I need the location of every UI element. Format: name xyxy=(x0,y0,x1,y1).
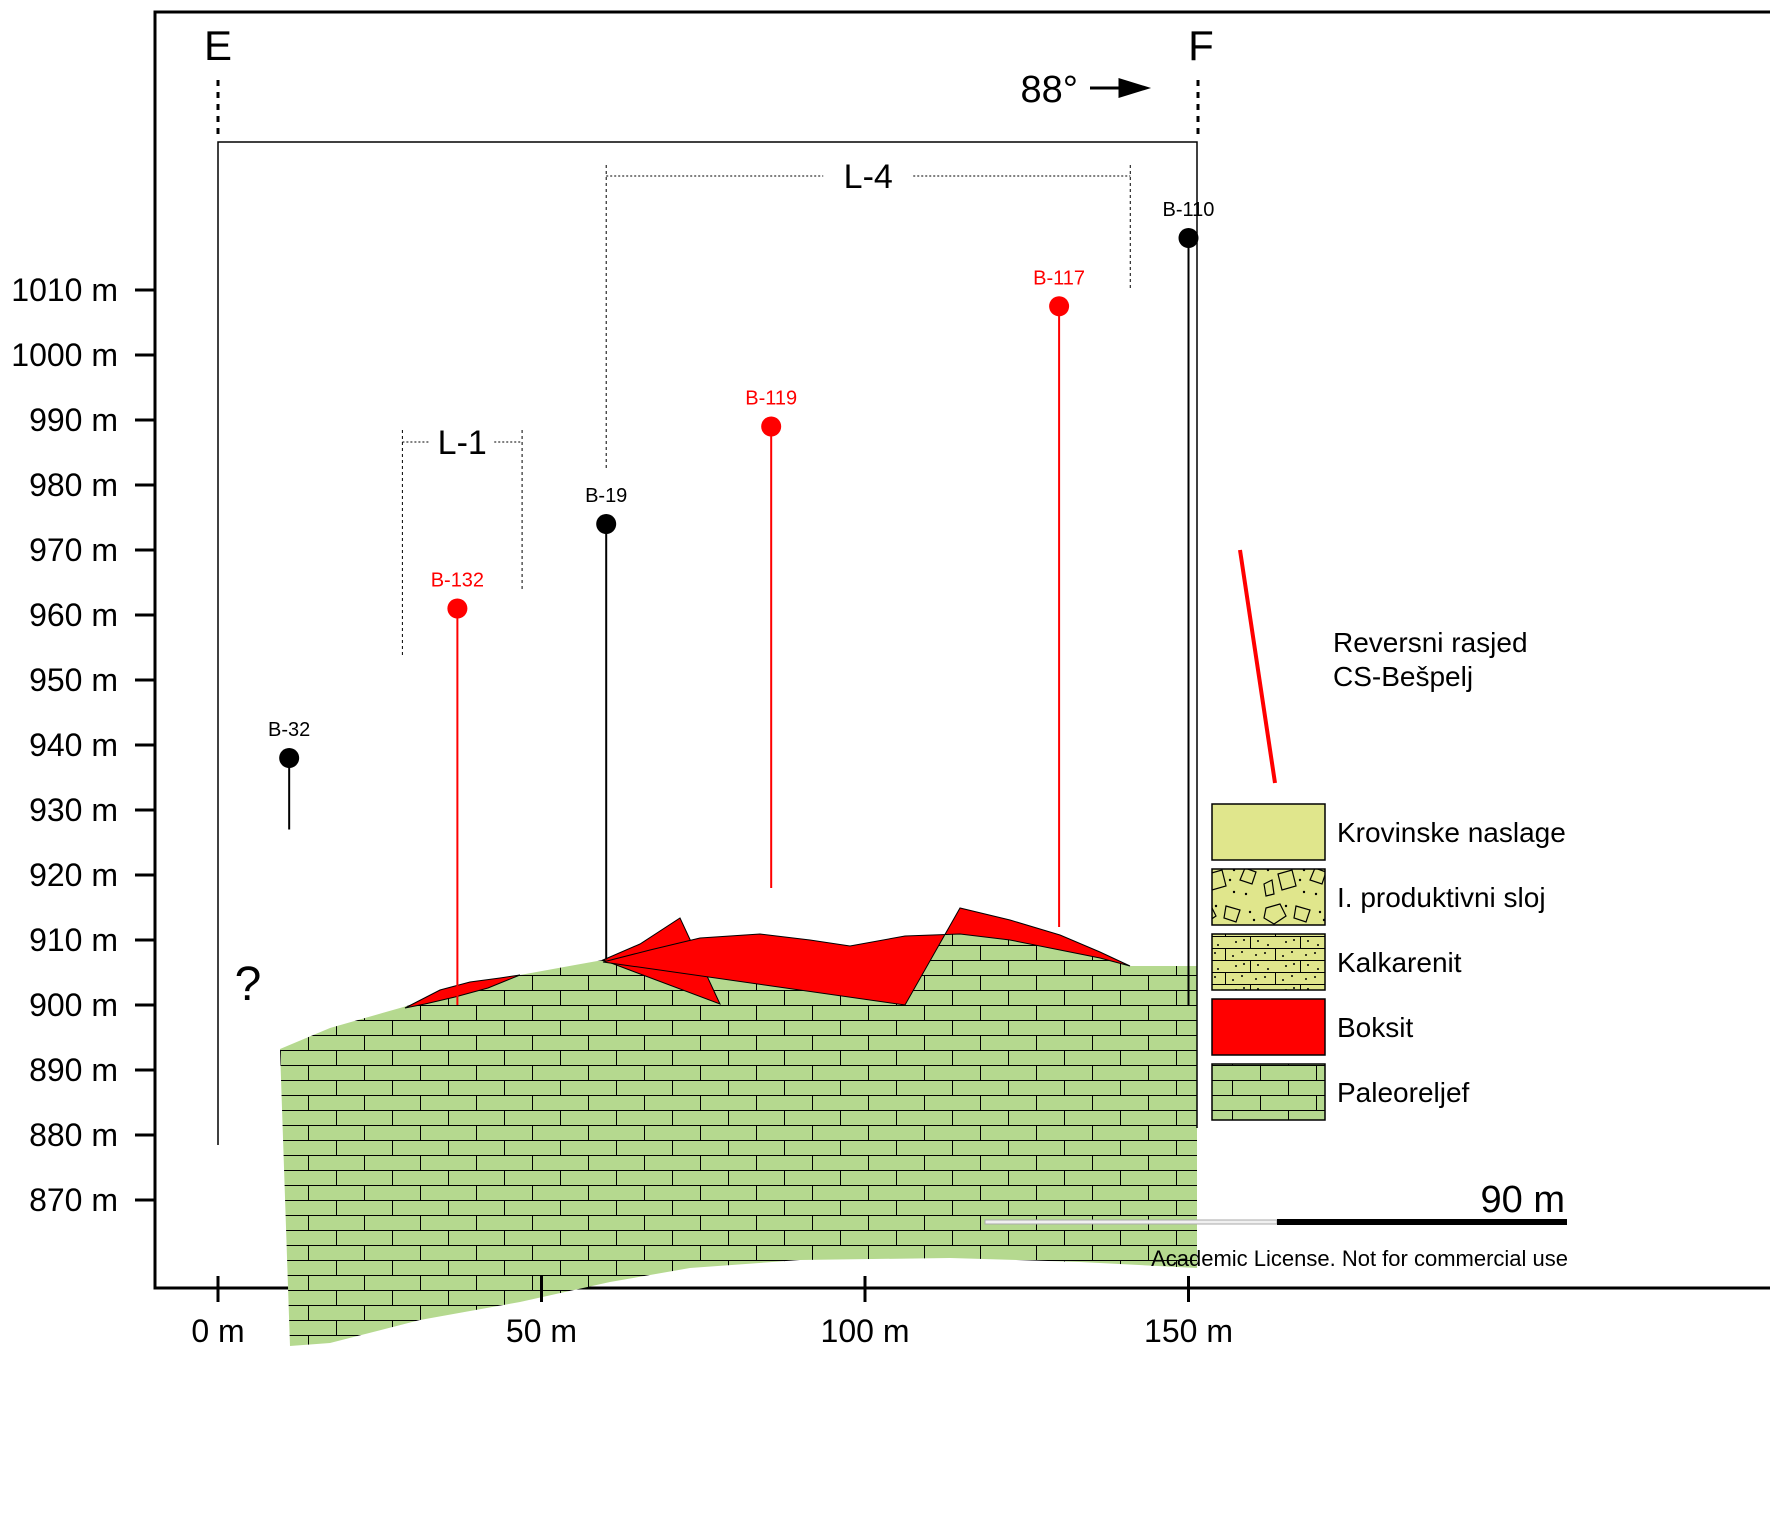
y-tick-label: 870 m xyxy=(29,1182,118,1218)
y-tick-label: 940 m xyxy=(29,727,118,763)
y-tick-label: 920 m xyxy=(29,857,118,893)
legend-swatch xyxy=(1211,1063,1326,1121)
legend-label: Kalkarenit xyxy=(1337,947,1462,978)
scale-bar-label: 90 m xyxy=(1481,1179,1565,1221)
zone-label: L-1 xyxy=(438,424,487,462)
y-tick-label: 960 m xyxy=(29,597,118,633)
scale-bar-dark xyxy=(1277,1219,1567,1225)
boksit-lens-small xyxy=(404,974,521,1009)
fault-legend-line2: CS-Bešpelj xyxy=(1333,661,1473,692)
y-tick-label: 980 m xyxy=(29,467,118,503)
y-tick-label: 970 m xyxy=(29,532,118,568)
scale-bar-light xyxy=(984,1219,1278,1225)
borehole-marker xyxy=(1178,228,1199,248)
legend-label: Krovinske naslage xyxy=(1337,817,1566,848)
y-tick-label: 890 m xyxy=(29,1052,118,1088)
geology-layers xyxy=(280,907,1197,1346)
direction-label: 88° xyxy=(1021,69,1078,111)
borehole-marker xyxy=(279,748,300,768)
x-tick-label: 150 m xyxy=(1144,1313,1233,1349)
borehole-label: B-110 xyxy=(1163,199,1215,221)
boreholes: B-32 B-132 B-19 B-119 B-117 B-110 xyxy=(268,199,1214,1005)
legend: Krovinske naslage I. produktivni slojKalk… xyxy=(1211,803,1566,1121)
x-tick-label: 100 m xyxy=(821,1313,910,1349)
borehole-label: B-117 xyxy=(1033,267,1085,289)
y-tick-label: 930 m xyxy=(29,792,118,828)
fault-legend-line1: Reversni rasjed xyxy=(1333,627,1528,658)
x-tick-label: 50 m xyxy=(506,1313,577,1349)
direction-arrow-icon xyxy=(1090,77,1152,99)
borehole-label: B-119 xyxy=(745,388,797,410)
borehole-marker xyxy=(596,514,617,534)
zone-label: L-4 xyxy=(844,158,893,196)
borehole-marker xyxy=(1049,296,1070,317)
y-tick-label: 950 m xyxy=(29,662,118,698)
y-tick-label: 1000 m xyxy=(11,337,118,373)
borehole-label: B-32 xyxy=(268,719,310,741)
fault-legend: Reversni rasjed CS-Bešpelj xyxy=(1238,549,1528,784)
legend-label: Boksit xyxy=(1337,1012,1413,1043)
borehole-marker xyxy=(447,598,468,619)
legend-swatch xyxy=(1211,868,1326,926)
fault-legend-icon xyxy=(1238,549,1277,784)
borehole-label: B-132 xyxy=(431,570,484,592)
borehole-marker xyxy=(761,416,782,437)
y-tick-label: 910 m xyxy=(29,922,118,958)
legend-swatch xyxy=(1211,803,1326,861)
section-end-label: F xyxy=(1188,22,1214,69)
zones: L-1 L-4 xyxy=(401,158,1131,655)
y-tick-label: 900 m xyxy=(29,987,118,1023)
uncertainty-mark: ? xyxy=(235,958,262,1011)
legend-label: Paleoreljef xyxy=(1337,1077,1470,1108)
y-tick-label: 990 m xyxy=(29,402,118,438)
y-tick-label: 1010 m xyxy=(11,272,118,308)
legend-swatch xyxy=(1211,933,1326,991)
section-box xyxy=(217,141,1198,1145)
y-axis: 1010 m 1000 m 990 m 980 m 970 m 960 m 950 m 940… xyxy=(11,272,155,1218)
license-text: Academic License. Not for commercial use xyxy=(1151,1246,1568,1271)
paleoreljef-layer xyxy=(280,934,1197,1346)
borehole-label: B-19 xyxy=(585,485,627,507)
x-tick-label: 0 m xyxy=(191,1313,244,1349)
boksit-body xyxy=(602,907,1131,1006)
plot-frame xyxy=(153,10,1770,1290)
x-axis: 0 m 50 m 100 m 150 m xyxy=(191,1276,1233,1349)
y-tick-label: 880 m xyxy=(29,1117,118,1153)
legend-label: I. produktivni sloj xyxy=(1337,882,1546,913)
legend-swatch xyxy=(1211,998,1326,1056)
section-start-label: E xyxy=(204,22,232,69)
